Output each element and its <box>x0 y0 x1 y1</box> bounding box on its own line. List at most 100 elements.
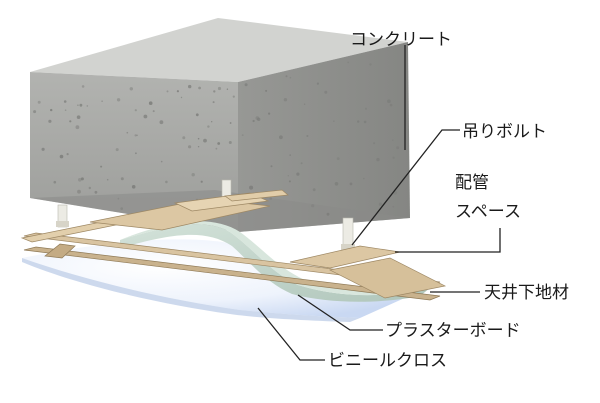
concrete-pore <box>48 119 52 123</box>
concrete-pore <box>232 95 235 98</box>
concrete-pore <box>176 90 179 93</box>
ceiling-base-frame <box>20 189 447 301</box>
concrete-pore <box>376 157 380 162</box>
concrete-pore <box>106 178 109 181</box>
concrete-pore <box>117 197 120 200</box>
concrete-pore <box>279 135 283 140</box>
concrete-pore <box>324 90 328 94</box>
concrete-pore <box>249 185 254 190</box>
concrete-pore <box>229 122 232 124</box>
concrete-pore <box>349 182 353 186</box>
concrete-pore <box>296 172 300 176</box>
concrete-pore <box>289 154 292 156</box>
rail-long-2 <box>23 246 441 301</box>
concrete-pore <box>311 204 315 208</box>
concrete-pore <box>143 114 148 119</box>
concrete-pore <box>213 90 216 93</box>
concrete-pore <box>270 165 273 168</box>
concrete-pore <box>63 100 67 103</box>
concrete-pore <box>33 110 37 114</box>
concrete-pore <box>392 139 394 141</box>
concrete-pore <box>80 177 84 181</box>
concrete-pore <box>101 100 103 102</box>
concrete-pore <box>373 142 376 145</box>
label-pipe-space-line2: スペース <box>455 202 521 222</box>
concrete-pore <box>255 116 260 120</box>
concrete-pore <box>265 89 268 92</box>
concrete-pore <box>77 104 79 106</box>
concrete-pore <box>389 103 393 107</box>
concrete-pore <box>188 84 192 89</box>
concrete-pore <box>287 175 289 177</box>
concrete-pore <box>160 160 163 163</box>
concrete-pore <box>392 156 395 159</box>
concrete-pore <box>115 148 119 152</box>
concrete-pore <box>79 103 83 107</box>
concrete-pore <box>312 188 316 192</box>
concrete-pore <box>357 120 360 123</box>
concrete-pore <box>268 112 271 115</box>
concrete-pore <box>64 109 67 111</box>
concrete-pore <box>77 189 81 194</box>
concrete-pore <box>303 103 306 105</box>
batten-4 <box>224 189 289 202</box>
label-plasterboard: プラスターボード <box>385 321 521 341</box>
concrete-pore <box>116 98 121 102</box>
concrete-pore <box>316 82 319 85</box>
concrete-pore <box>50 108 53 112</box>
concrete-pore <box>165 180 168 184</box>
concrete-pore <box>78 178 82 182</box>
hanger-bolt-left <box>56 204 69 228</box>
label-concrete: コンクリート <box>350 30 452 50</box>
concrete-pore <box>306 135 309 137</box>
concrete-pore <box>94 190 98 194</box>
concrete-pore <box>300 162 303 165</box>
concrete-pore <box>228 141 232 144</box>
concrete-pore <box>195 113 199 117</box>
concrete-pore <box>269 197 273 200</box>
concrete-pore <box>136 134 138 137</box>
concrete-pore <box>66 153 69 156</box>
concrete-pore <box>285 75 288 78</box>
concrete-pore <box>152 110 155 113</box>
concrete-pore <box>387 99 391 103</box>
concrete-pore <box>59 154 64 159</box>
concrete-pore <box>226 88 229 90</box>
concrete-pore <box>207 125 210 128</box>
label-pipe-space-line1: 配管 <box>455 173 489 193</box>
concrete-pore <box>126 131 129 134</box>
concrete-pore <box>289 76 292 79</box>
concrete-pore <box>211 121 213 123</box>
concrete-pore <box>100 165 103 168</box>
concrete-pore <box>378 202 383 206</box>
concrete-pore <box>41 147 45 151</box>
concrete-pore <box>197 146 200 148</box>
concrete-pore <box>197 137 200 140</box>
concrete-pore <box>392 205 395 208</box>
pipe-space-leader <box>395 228 501 253</box>
concrete-pore <box>363 177 365 180</box>
concrete-pore <box>252 119 255 123</box>
concrete-pore <box>134 109 137 112</box>
label-ceiling-base: 天井下地材 <box>484 283 569 303</box>
concrete-pore <box>326 212 330 216</box>
concrete-pore <box>215 147 218 150</box>
concrete-pore <box>336 157 340 161</box>
hanger-bolt-right <box>341 217 355 253</box>
concrete-pore <box>120 177 124 181</box>
concrete-pore <box>244 83 248 87</box>
concrete-pore <box>37 100 41 104</box>
concrete-pore <box>180 96 183 99</box>
concrete-pore <box>148 101 153 105</box>
concrete-pore <box>134 134 137 137</box>
concrete-pore <box>182 136 186 140</box>
concrete-pore <box>88 186 92 190</box>
concrete-pores <box>33 61 400 218</box>
concrete-pore <box>369 63 372 66</box>
concrete-pore <box>363 120 367 124</box>
concrete-pore <box>191 173 195 177</box>
concrete-pore <box>81 85 85 88</box>
concrete-top-face <box>30 18 408 82</box>
concrete-pore <box>212 101 215 104</box>
